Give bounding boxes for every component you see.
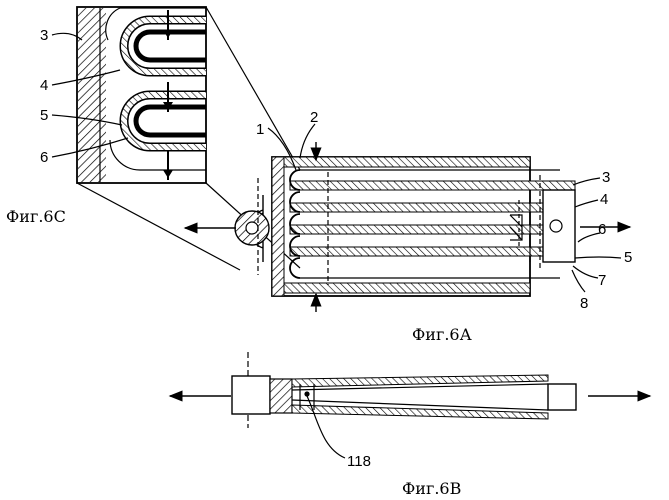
caption-fig-6c: Фиг.6С — [6, 207, 66, 226]
label-7: 7 — [598, 272, 606, 289]
caption-fig-6b: Фиг.6В — [402, 479, 461, 498]
label-3: 3 — [602, 169, 610, 186]
detail-label-6: 6 — [40, 149, 48, 166]
label-8: 8 — [580, 295, 588, 312]
label-118: 118 — [347, 453, 371, 470]
figure-6b-side-view: 118 — [170, 352, 650, 470]
detail-label-4: 4 — [40, 77, 48, 94]
label-5: 5 — [624, 249, 632, 266]
caption-fig-6a: Фиг.6А — [412, 325, 472, 344]
figure-6a-assembly: 1 2 3 4 6 5 7 8 — [185, 109, 632, 312]
label-4: 4 — [600, 191, 608, 208]
label-6: 6 — [598, 221, 606, 238]
label-1: 1 — [256, 121, 264, 138]
label-2: 2 — [310, 109, 318, 126]
detail-channels — [106, 8, 206, 170]
detail-label-5: 5 — [40, 107, 48, 124]
detail-label-3: 3 — [40, 27, 48, 44]
